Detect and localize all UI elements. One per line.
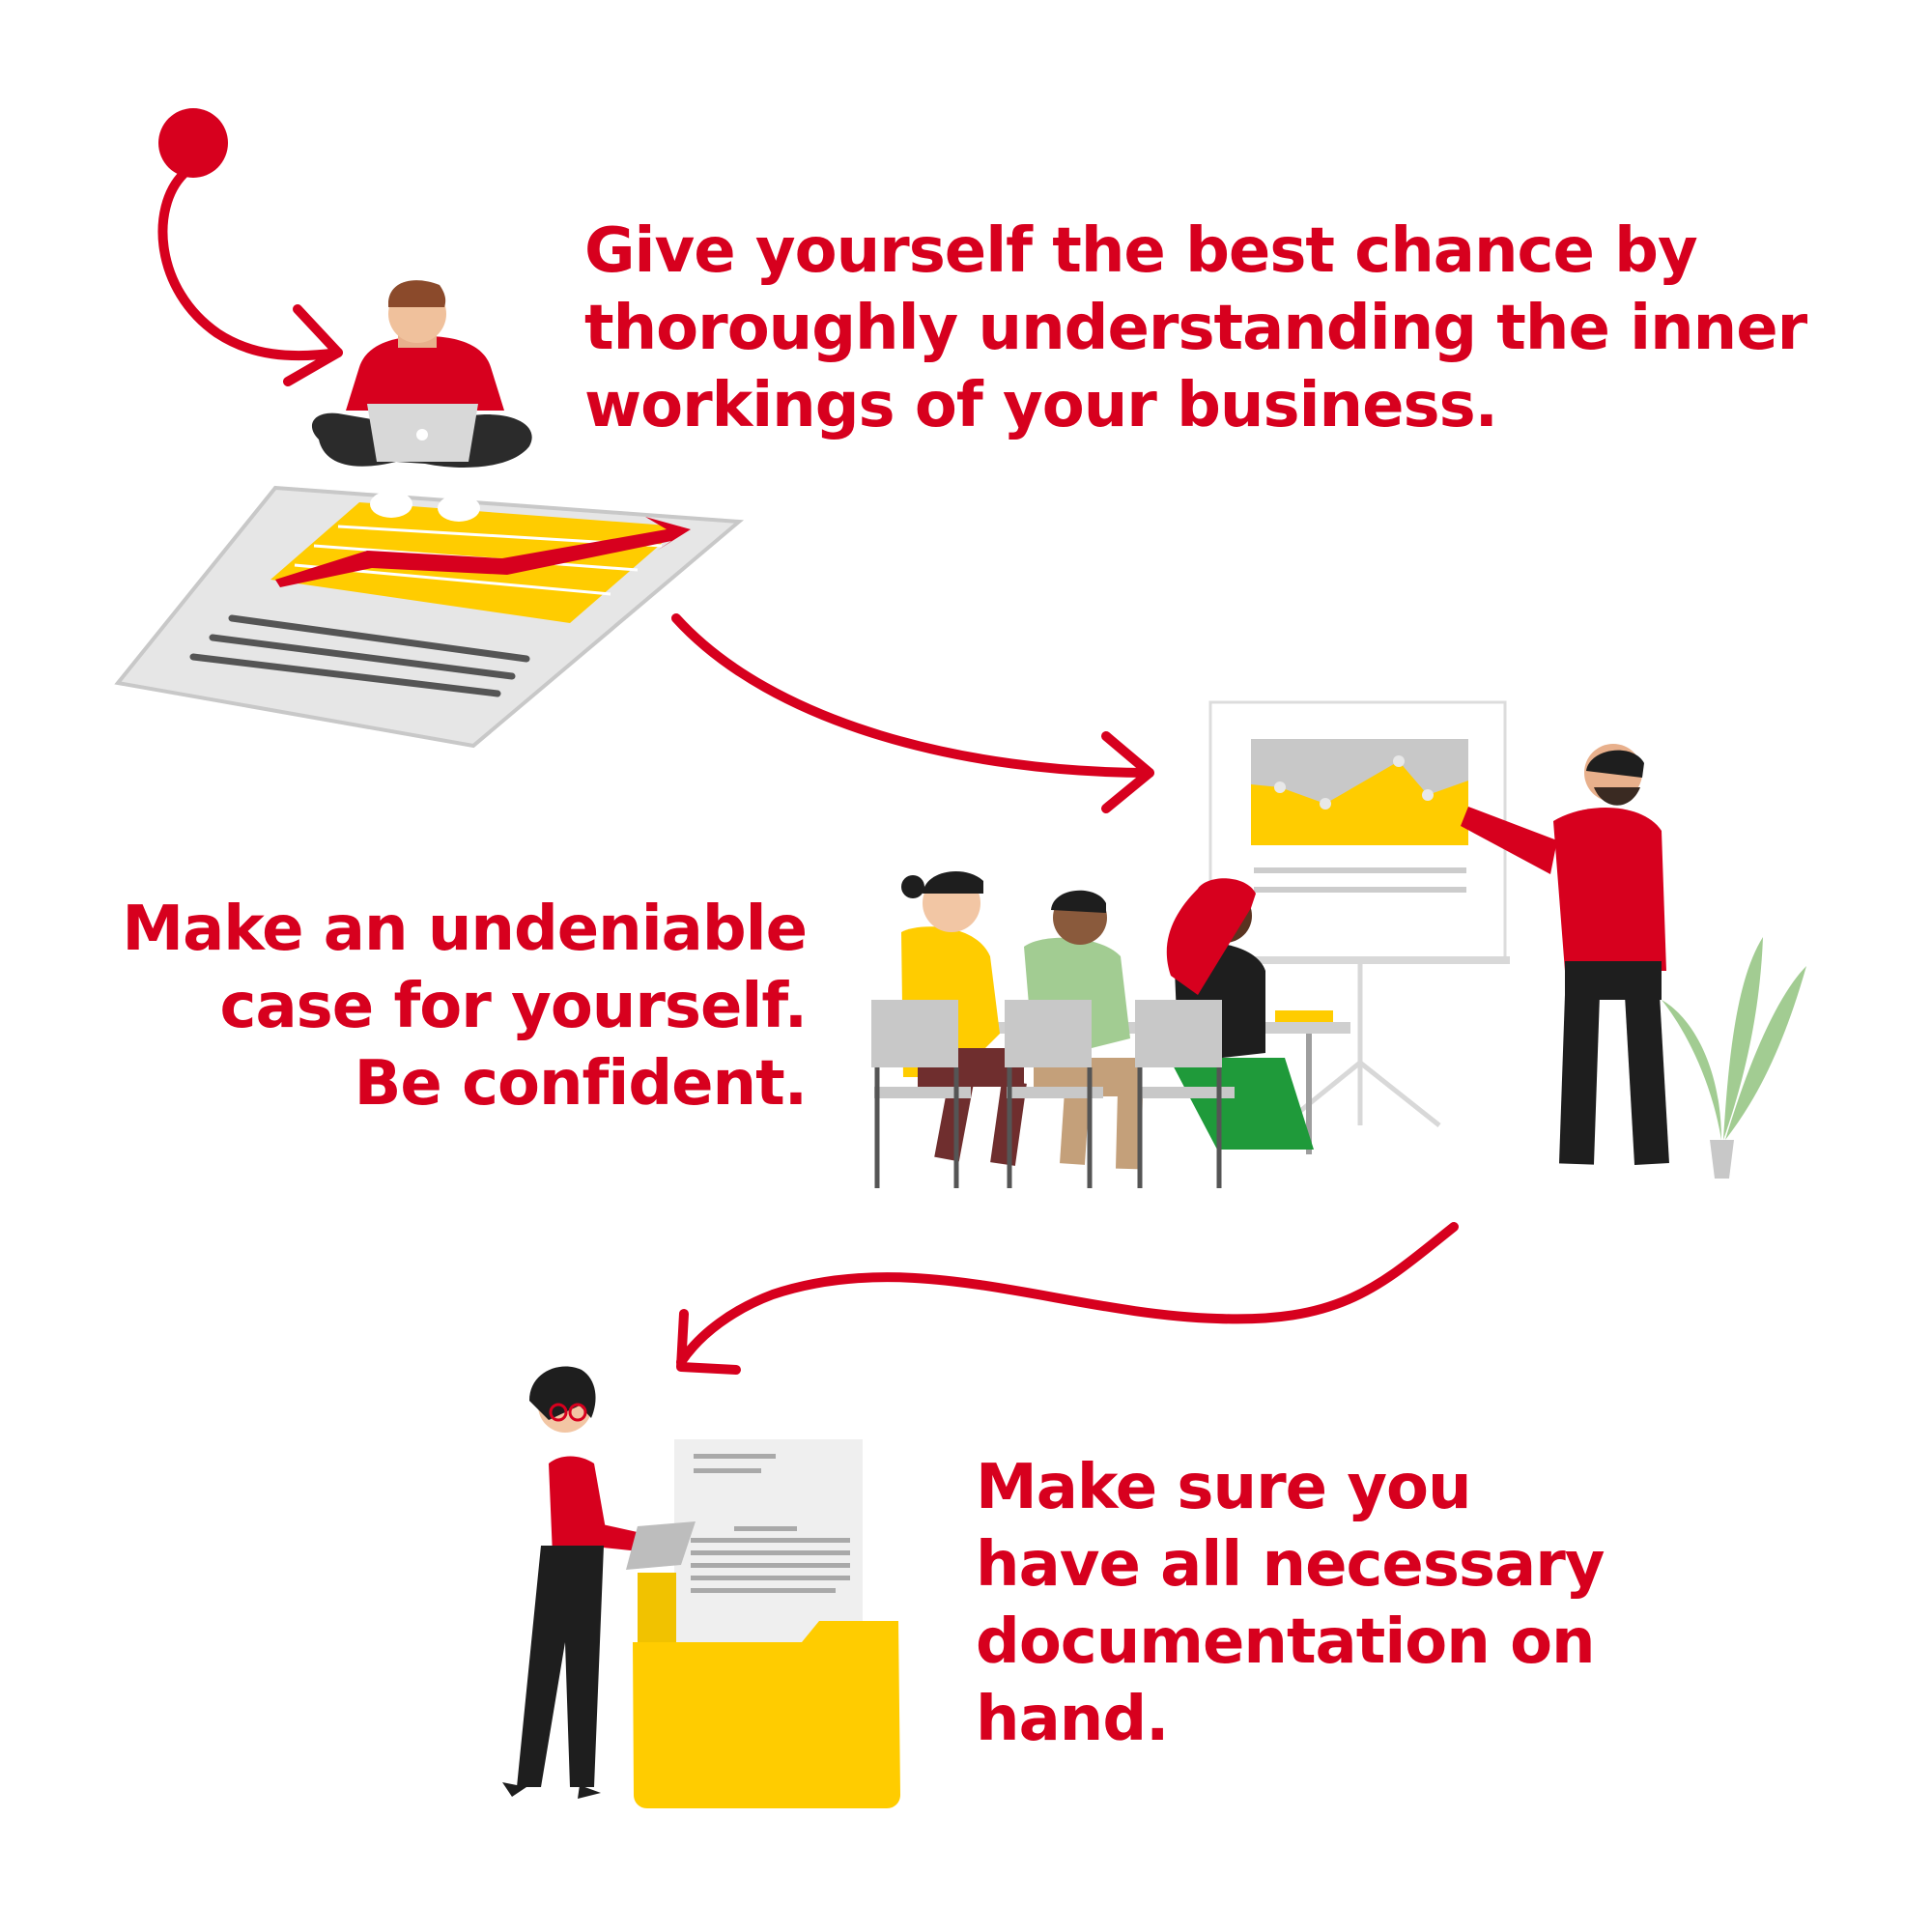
step-2-line: Make an undeniable (122, 894, 808, 965)
arrow-2-head-icon (1101, 731, 1154, 813)
documents-folder-icon (502, 1366, 900, 1808)
arrow-3-head-icon (676, 1309, 741, 1375)
arrow-3-icon (676, 1222, 1459, 1367)
flow-arrows (157, 108, 1459, 1375)
step-3-line: documentation on (976, 1606, 1596, 1678)
arrow-1-head-icon (283, 304, 343, 386)
person-on-chart-icon (114, 280, 745, 749)
step-1-line: workings of your business. (584, 370, 1498, 441)
step-3-text: Make sure you have all necessary documen… (976, 1449, 1605, 1758)
start-dot-icon (158, 108, 228, 178)
step-1-line: thoroughly understanding the inner (584, 293, 1807, 364)
step-2-text: Make an undeniable case for yourself. Be… (122, 891, 808, 1122)
step-3-line: hand. (976, 1684, 1169, 1755)
presentation-meeting-icon (871, 700, 1806, 1188)
step-1-text: Give yourself the best chance by thoroug… (584, 213, 1807, 444)
arrow-2-icon (671, 613, 1154, 778)
step-2-line: Be confident. (354, 1048, 808, 1120)
arrow-1-icon (157, 169, 343, 361)
step-3-line: Make sure you (976, 1452, 1472, 1523)
step-1-line: Give yourself the best chance by (584, 215, 1698, 287)
step-2-line: case for yourself. (219, 971, 808, 1042)
step-3-line: have all necessary (976, 1529, 1605, 1601)
